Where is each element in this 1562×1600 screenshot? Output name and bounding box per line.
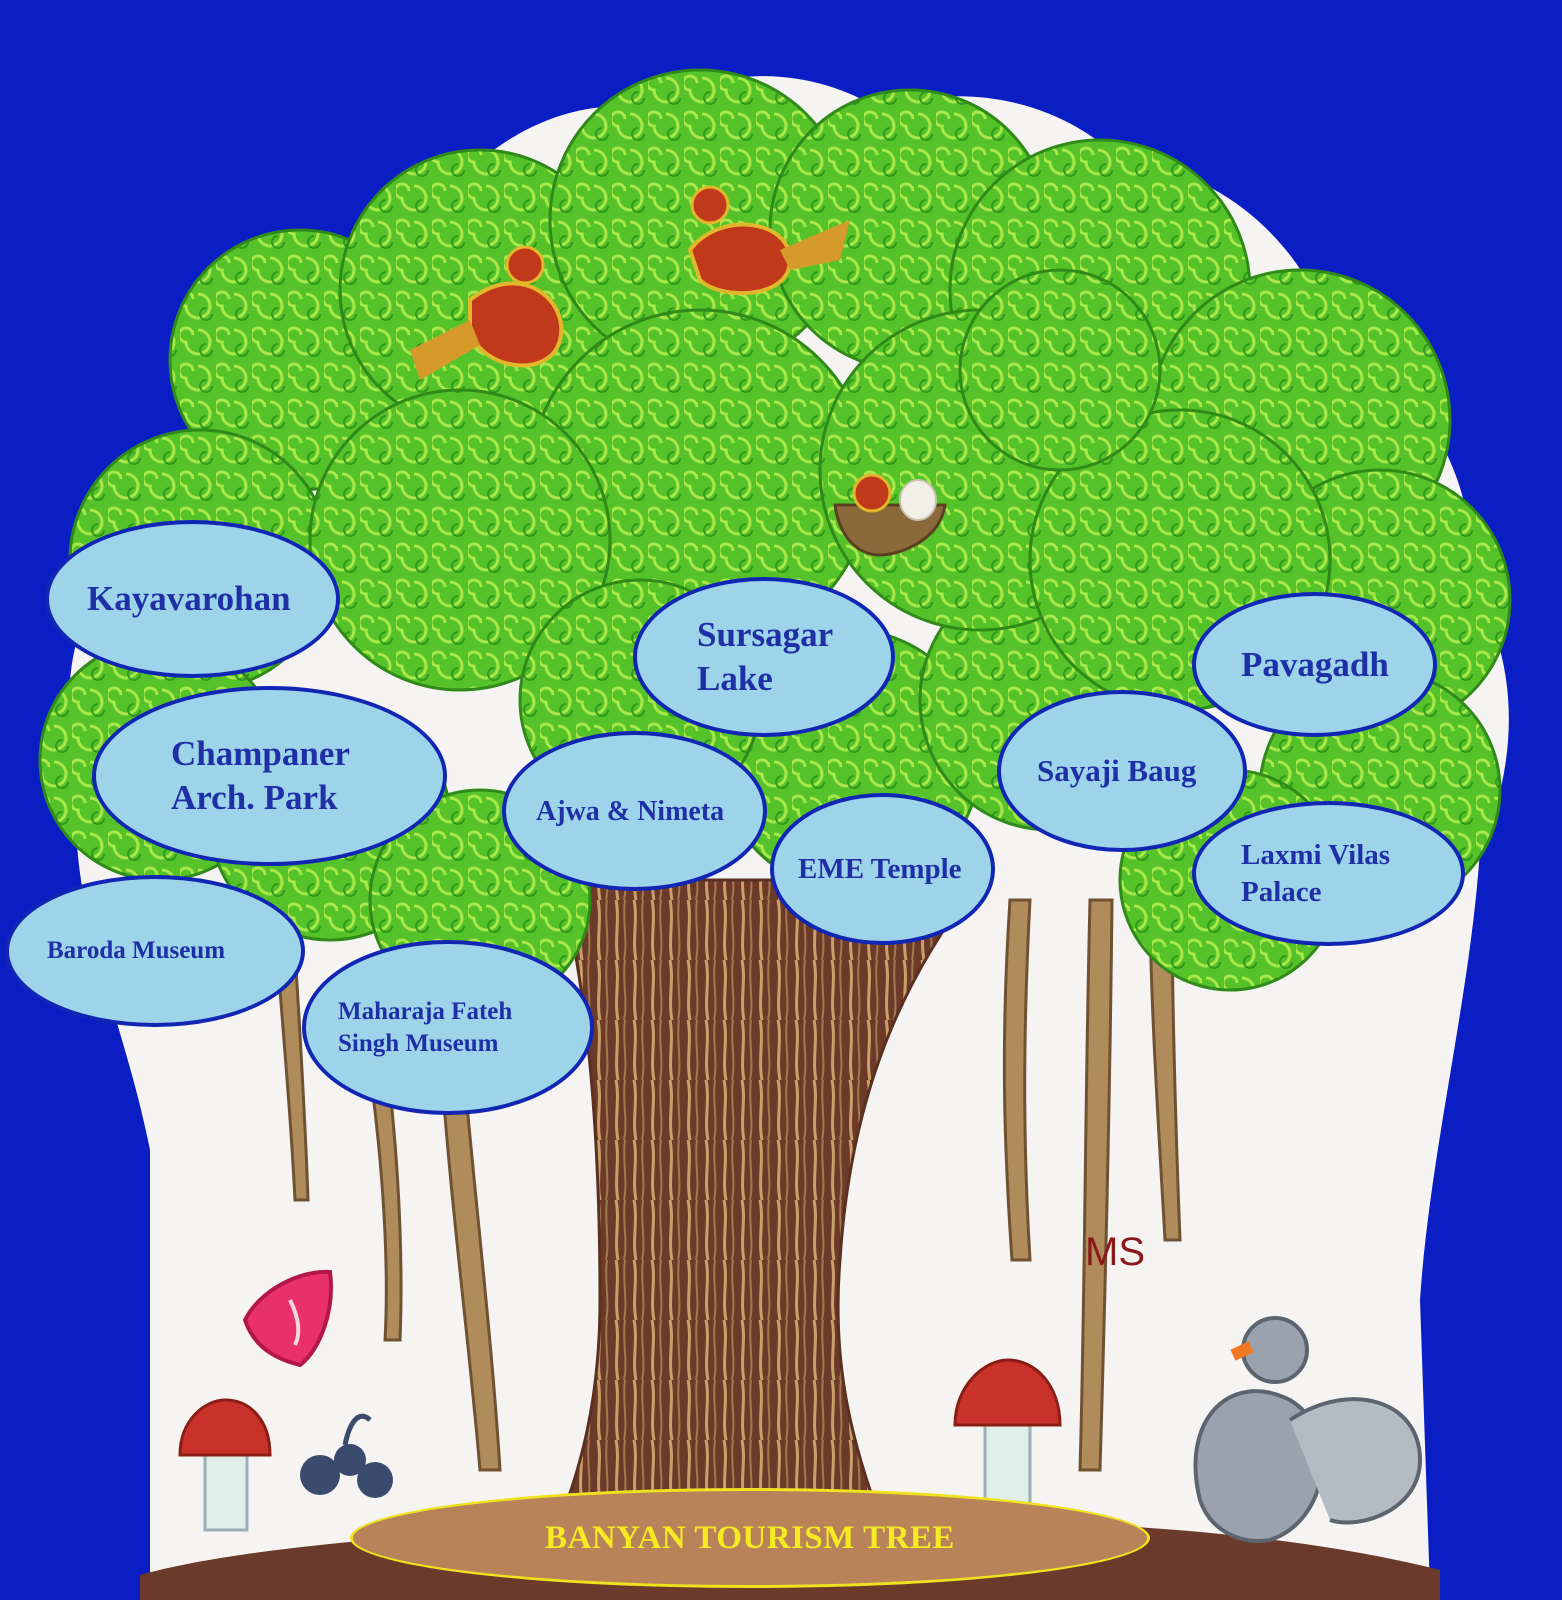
place-bubble-pavagadh[interactable]: Pavagadh [1192, 592, 1437, 737]
place-label: Champaner Arch. Park [171, 734, 350, 817]
place-bubble-eme-temple[interactable]: EME Temple [770, 793, 995, 945]
place-bubble-sayaji-baug[interactable]: Sayaji Baug [997, 690, 1247, 852]
place-label: Kayavarohan [87, 579, 291, 619]
place-bubble-kayavarohan[interactable]: Kayavarohan [45, 520, 340, 678]
place-bubble-laxmi-vilas[interactable]: Laxmi Vilas Palace [1192, 801, 1465, 946]
place-bubble-champaner[interactable]: Champaner Arch. Park [92, 686, 447, 866]
page-title: BANYAN TOURISM TREE [545, 1519, 955, 1556]
place-label: Pavagadh [1241, 644, 1389, 684]
title-banner: BANYAN TOURISM TREE [350, 1488, 1150, 1588]
place-bubble-baroda-museum[interactable]: Baroda Museum [5, 875, 305, 1027]
watermark-text: MS [1085, 1230, 1145, 1274]
place-label: Baroda Museum [47, 937, 226, 965]
flower-icon [300, 1413, 393, 1498]
butterfly-icon [242, 1269, 333, 1368]
place-label: EME Temple [798, 852, 962, 885]
mushroom-icon [178, 1398, 272, 1532]
bird-icon [410, 245, 564, 380]
place-label: Sayaji Baug [1037, 752, 1197, 788]
nest-icon [833, 473, 947, 557]
place-bubble-ajwa-nimeta[interactable]: Ajwa & Nimeta [502, 731, 767, 891]
place-bubble-fateh-singh[interactable]: Maharaja Fateh Singh Museum [302, 940, 594, 1115]
place-label: Laxmi Vilas Palace [1241, 839, 1391, 908]
bird-icon [687, 185, 850, 296]
place-label: Sursagar Lake [697, 615, 834, 698]
place-label: Ajwa & Nimeta [536, 795, 725, 827]
place-bubble-sursagar-lake[interactable]: Sursagar Lake [633, 577, 895, 737]
squirrel-icon [1193, 1316, 1423, 1543]
place-label: Maharaja Fateh Singh Museum [338, 998, 513, 1057]
